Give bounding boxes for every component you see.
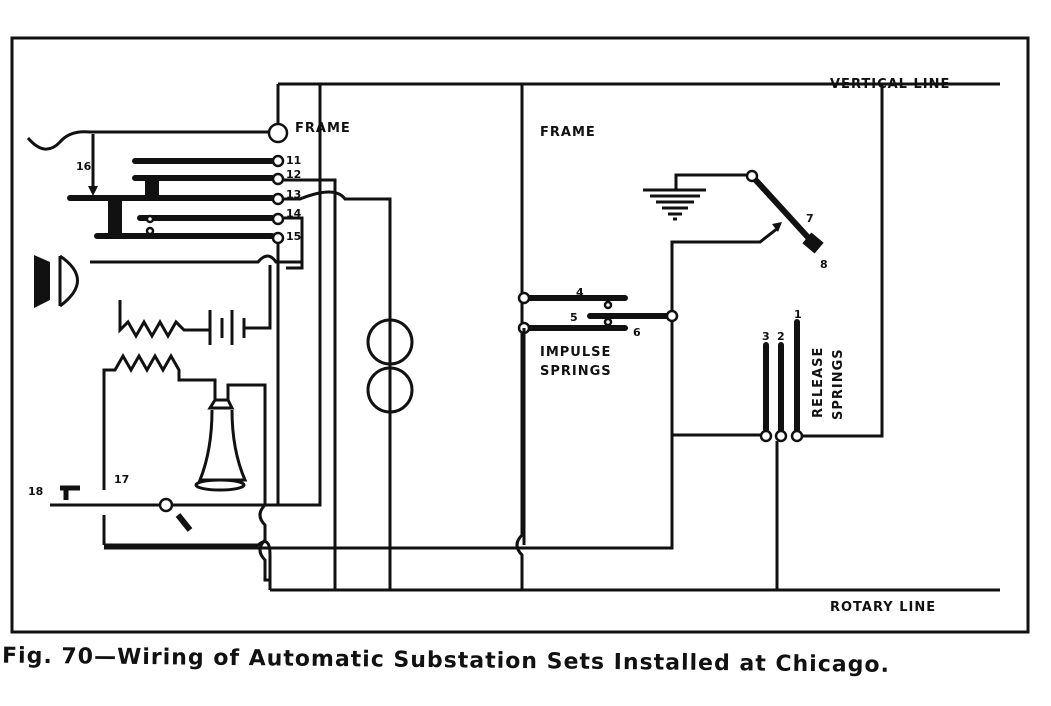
frame-right-label: FRAME (540, 125, 596, 140)
label-6: 6 (633, 326, 641, 339)
release-springs-label-2: SPRINGS (831, 348, 846, 420)
label-3: 3 (762, 330, 770, 343)
label-2: 2 (777, 330, 785, 343)
figure-caption: Fig. 70—Wiring of Automatic Substation S… (2, 644, 890, 678)
receiver-icon (34, 254, 79, 308)
label-17: 17 (114, 473, 129, 486)
label-7: 7 (806, 212, 814, 225)
label-11: 11 (286, 154, 301, 167)
diagram-border (10, 36, 1030, 634)
switch-hook (26, 84, 289, 196)
label-1: 1 (794, 308, 802, 321)
ground-icon (643, 173, 750, 221)
switch-18-icon (60, 485, 80, 500)
frame-right-wire (515, 84, 524, 590)
left-wiring (50, 84, 392, 590)
label-16: 16 (76, 160, 92, 173)
terminal (158, 497, 174, 513)
impulse-springs-label-1: IMPULSE (540, 345, 611, 360)
label-4: 4 (576, 286, 584, 299)
label-18: 18 (28, 485, 43, 498)
impulse-springs (104, 222, 782, 550)
release-springs (672, 84, 884, 590)
rotary-line-label: ROTARY LINE (830, 600, 936, 615)
vertical-line-label: VERTICAL LINE (830, 77, 950, 92)
label-5: 5 (570, 311, 578, 324)
impulse-springs-label-2: SPRINGS (540, 364, 612, 379)
label-12: 12 (286, 168, 301, 181)
label-8: 8 (820, 258, 828, 271)
hook-springs (67, 154, 285, 245)
release-lever (745, 169, 824, 254)
label-15: 15 (286, 230, 301, 243)
contact-icon (175, 513, 193, 532)
transmitter-icon (194, 398, 248, 492)
ringer-bells-icon (366, 318, 414, 414)
frame-left-label: FRAME (295, 121, 351, 136)
release-springs-label-1: RELEASE (811, 347, 826, 418)
